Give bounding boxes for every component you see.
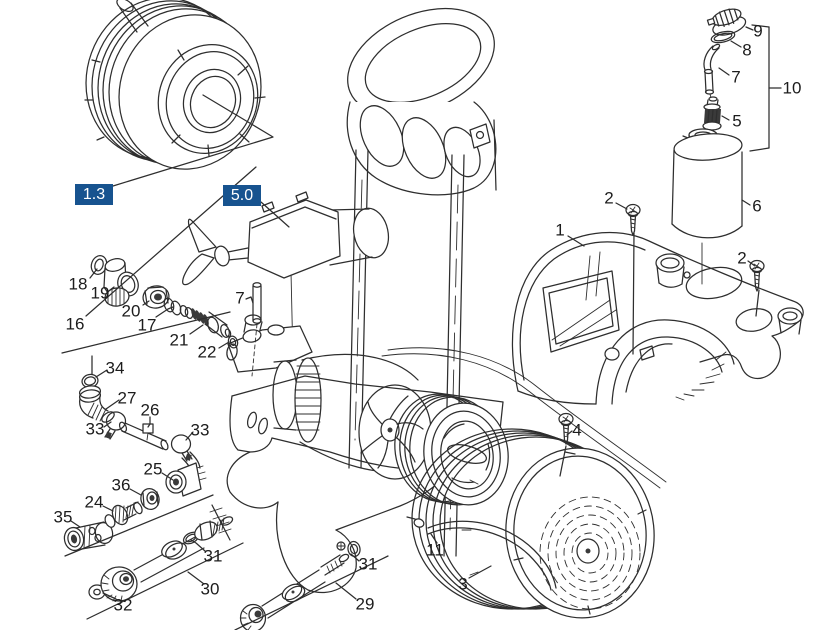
screw-2-right-drawing <box>749 259 765 292</box>
callout-18: 18 <box>68 274 88 294</box>
section-reference-1-3[interactable]: 1.3 <box>75 184 113 205</box>
callout-35: 35 <box>53 507 73 527</box>
callout-11: 11 <box>426 540 444 560</box>
callout-32: 32 <box>113 595 133 615</box>
callout-2-right: 2 <box>737 248 747 268</box>
callout-36: 36 <box>111 475 131 495</box>
callout-31-upper: 31 <box>203 546 223 566</box>
callout-5: 5 <box>732 111 742 131</box>
callout-8: 8 <box>742 40 752 60</box>
callout-2-left: 2 <box>604 188 614 208</box>
callout-16: 16 <box>65 314 85 334</box>
callout-30: 30 <box>200 579 220 599</box>
rear-reel-drawing <box>411 428 655 619</box>
callout-7-hose: 7 <box>731 67 741 87</box>
callout-7-pin: 7 <box>235 288 245 308</box>
coupling-parts-drawing <box>63 487 160 552</box>
bypass-valve-drawing <box>182 191 390 361</box>
callout-34: 34 <box>105 358 125 378</box>
callout-33-left: 33 <box>85 419 105 439</box>
detergent-tank-drawing <box>671 8 747 285</box>
frame-drawing <box>346 7 497 557</box>
callout-21: 21 <box>169 330 189 350</box>
callout-26: 26 <box>140 400 160 420</box>
screws-drawing <box>558 203 765 445</box>
outlet-pipe-drawing <box>88 516 234 602</box>
screw-2-left-drawing <box>625 203 641 236</box>
callout-29: 29 <box>355 594 375 614</box>
callout-4: 4 <box>572 420 582 440</box>
callout-17: 17 <box>137 315 157 335</box>
callout-19: 19 <box>90 283 110 303</box>
tank-cap-drawing <box>706 8 747 36</box>
callout-6: 6 <box>752 196 762 216</box>
housing-cover-drawing <box>511 231 804 405</box>
hose-curve-drawing <box>381 347 667 489</box>
callout-1: 1 <box>555 220 565 240</box>
lance-tube-drawing <box>239 540 361 630</box>
callout-9: 9 <box>753 21 763 41</box>
callout-31-right: 31 <box>358 554 378 574</box>
callout-27: 27 <box>117 388 137 408</box>
section-reference-5-0[interactable]: 5.0 <box>223 185 261 206</box>
cable-drawing <box>406 516 557 591</box>
callout-10: 10 <box>782 78 802 98</box>
suction-hose-drawing <box>78 373 207 497</box>
callout-3: 3 <box>458 574 468 594</box>
callout-33-right: 33 <box>190 420 210 440</box>
callout-24: 24 <box>84 492 104 512</box>
pin-7-drawing <box>251 282 262 377</box>
screw-4-drawing <box>558 412 574 445</box>
callout-22: 22 <box>197 342 217 362</box>
callout-25: 25 <box>143 459 163 479</box>
callout-20: 20 <box>121 301 141 321</box>
hose-reel-drawing <box>84 0 266 170</box>
